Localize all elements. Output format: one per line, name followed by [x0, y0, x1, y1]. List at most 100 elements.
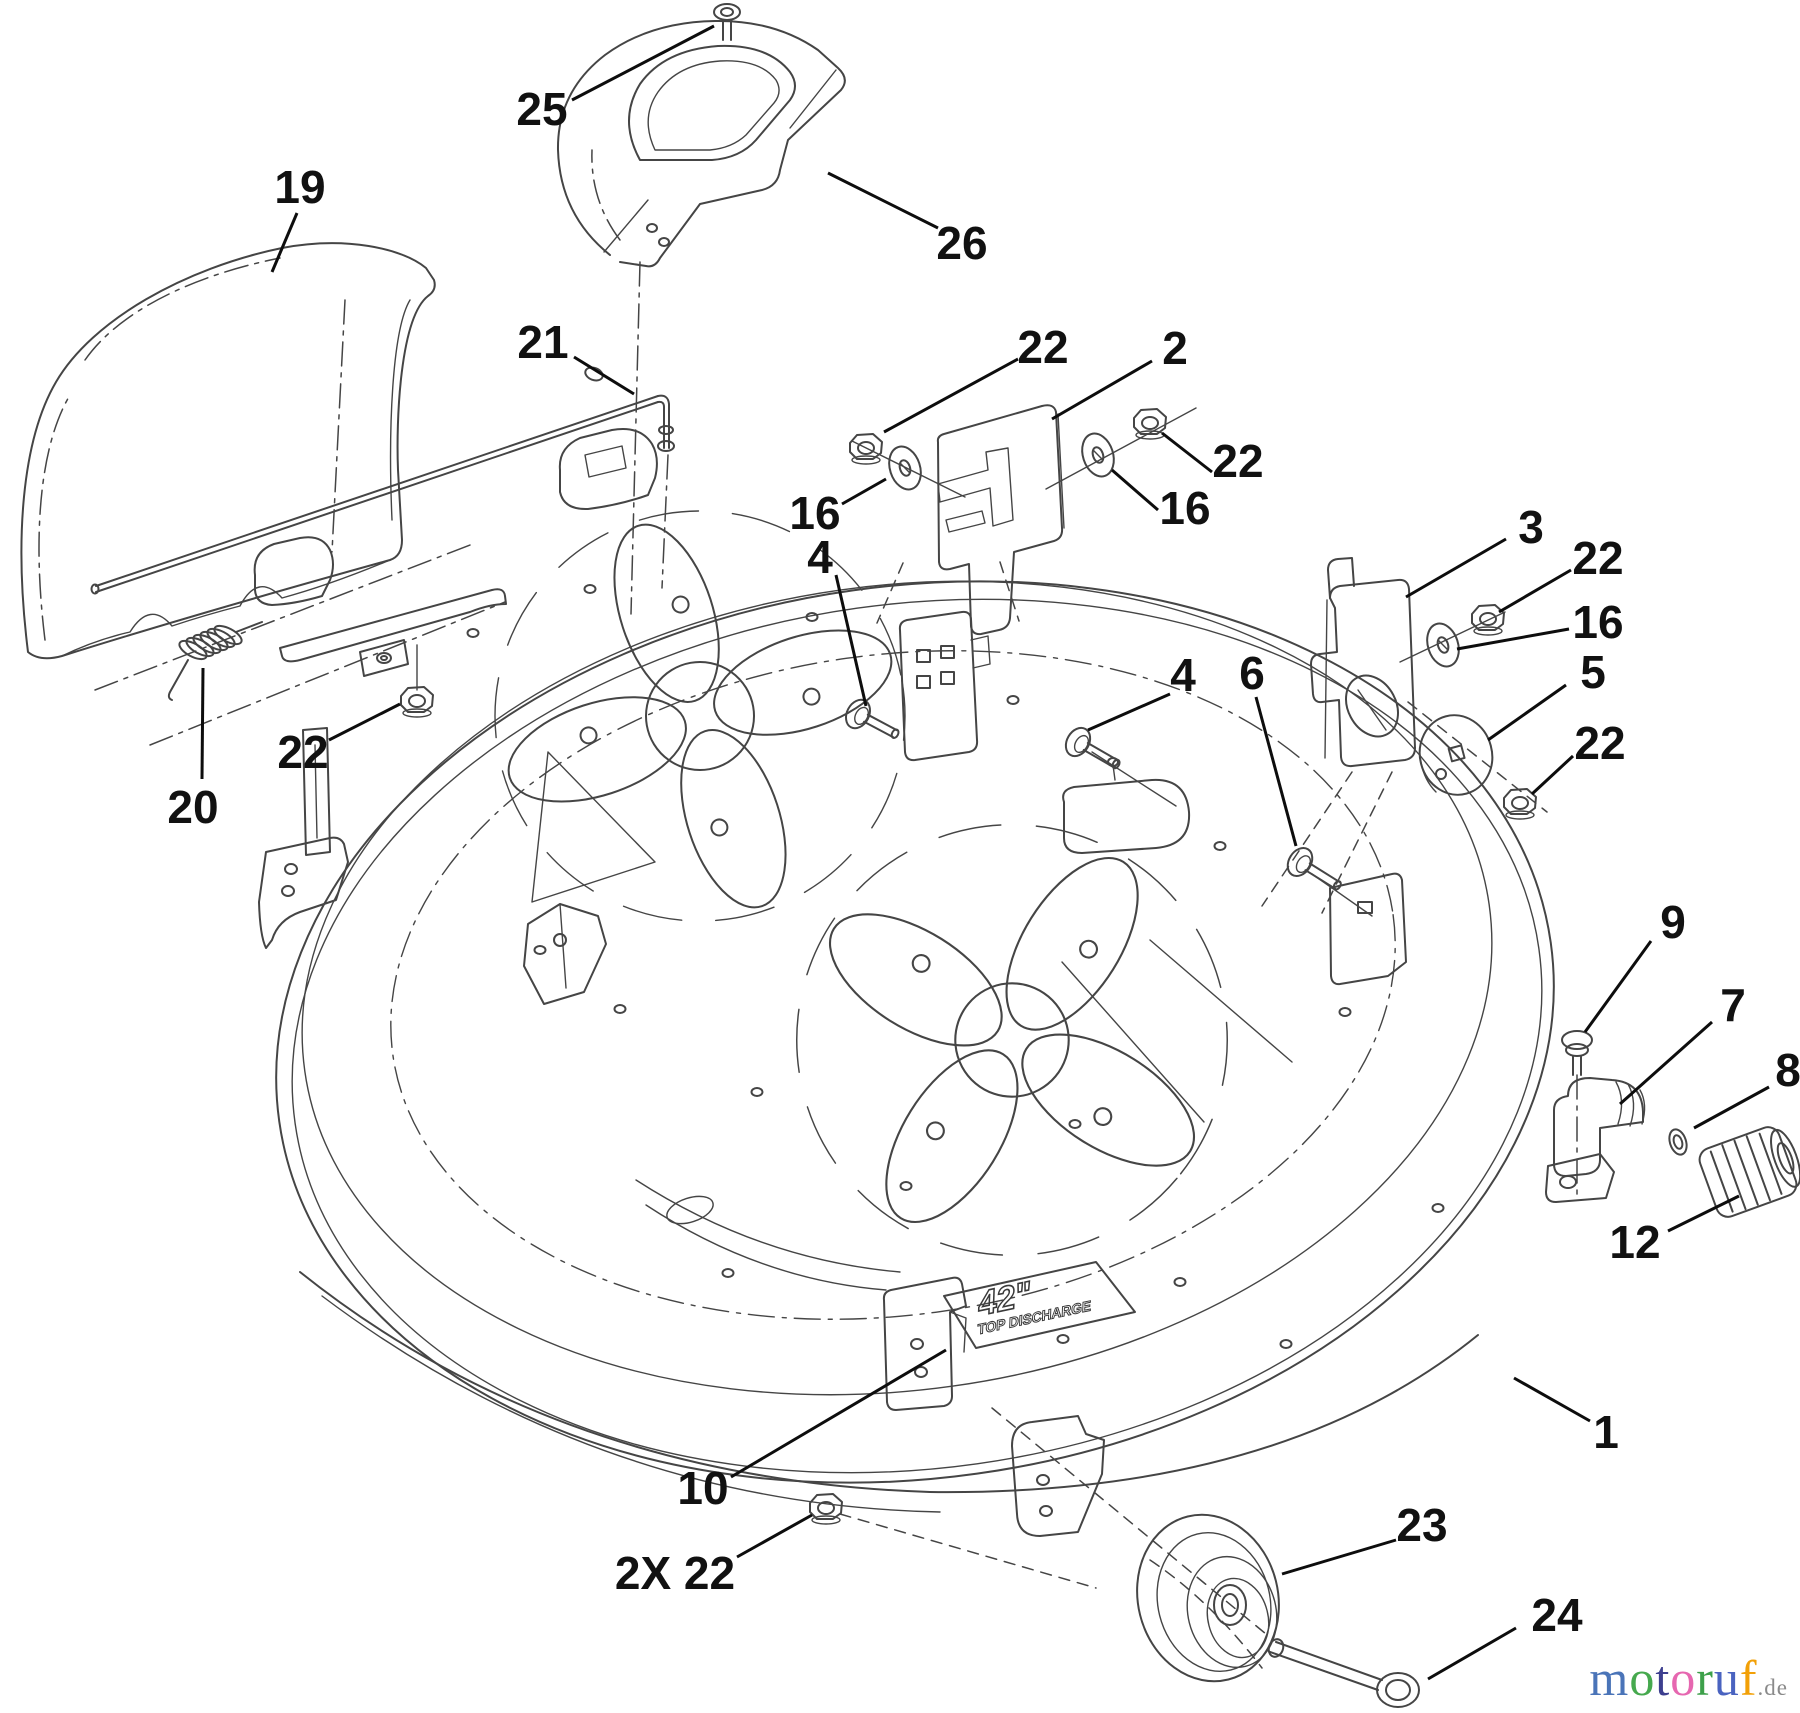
- leader-line: [1487, 683, 1567, 742]
- callout-label: 19: [274, 161, 325, 213]
- callout-label: 22: [1572, 532, 1623, 584]
- callout-label: 16: [1572, 596, 1623, 648]
- leader-line: [883, 357, 1019, 434]
- construction-lines: [94, 261, 1578, 1635]
- watermark-letter: t: [1655, 1650, 1671, 1706]
- carriage-bolt: [1064, 726, 1121, 770]
- hose-coupler-12: [1698, 1126, 1800, 1218]
- flange-nut: [400, 686, 434, 718]
- leader-line: [736, 1513, 813, 1559]
- leader-line: [1693, 1085, 1770, 1130]
- watermark-letter: o: [1629, 1650, 1656, 1706]
- washer: [1426, 622, 1460, 668]
- callout-label: 8: [1775, 1044, 1800, 1096]
- shoulder-bolt-24: [1267, 1638, 1420, 1708]
- callout-label: 24: [1531, 1589, 1583, 1641]
- leader-line: [1087, 692, 1171, 732]
- watermark-letter: r: [1696, 1650, 1714, 1706]
- callout-label: 23: [1396, 1499, 1447, 1551]
- gauge-wheel-group: [1136, 1513, 1420, 1708]
- deflector-shield: [20, 242, 436, 660]
- leader-line: [1111, 468, 1159, 512]
- spindle-rosette: [796, 824, 1228, 1256]
- leader-line: [1281, 1538, 1397, 1576]
- motoruf-watermark-link[interactable]: motoruf.de: [1589, 1649, 1788, 1707]
- callout-label: 16: [789, 487, 840, 539]
- flange-bolt-9: [1561, 1030, 1593, 1076]
- washer: [1081, 432, 1115, 478]
- callout-label: 12: [1609, 1216, 1660, 1268]
- callout-label: 3: [1518, 501, 1544, 553]
- leader-line: [1498, 568, 1572, 614]
- leader-line: [1427, 1626, 1517, 1681]
- watermark-letter: m: [1589, 1650, 1630, 1706]
- leader-line: [200, 667, 205, 780]
- leader-line: [1530, 754, 1575, 796]
- callout-label: 22: [277, 726, 328, 778]
- torsion-spring: [167, 621, 263, 701]
- leader-line: [270, 212, 299, 273]
- callout-label: 16: [1159, 482, 1210, 534]
- callout-label: 22: [1574, 717, 1625, 769]
- watermark-letter: u: [1713, 1650, 1740, 1706]
- carriage-bolt: [1286, 847, 1342, 891]
- callout-label: 4: [807, 531, 833, 583]
- leader-line: [1667, 1194, 1740, 1233]
- callout-label: 20: [167, 781, 218, 833]
- flange-nut: [1133, 408, 1167, 440]
- spindle-rosettes-and-fasteners: [400, 408, 1537, 1525]
- spindle-rosette: [494, 510, 906, 922]
- callout-label: 26: [936, 217, 987, 269]
- flange-nut: [849, 433, 883, 465]
- callout-label: 1: [1593, 1406, 1619, 1458]
- leader-line: [1583, 940, 1653, 1033]
- leader-line: [827, 171, 939, 230]
- deck-decal: 42" TOP DISCHARGE: [943, 1261, 1136, 1349]
- callout-label: 7: [1720, 979, 1746, 1031]
- callout-label: 6: [1239, 647, 1265, 699]
- watermark-letter: o: [1670, 1650, 1697, 1706]
- callout-label: 21: [517, 316, 568, 368]
- leader-line: [573, 355, 635, 396]
- cover-screw: [713, 3, 741, 41]
- deck-shell: [94, 261, 1578, 1635]
- callout-label: 25: [516, 83, 567, 135]
- callout-label: 10: [677, 1462, 728, 1514]
- flange-nut: [809, 1493, 843, 1525]
- callout-label: 4: [1170, 649, 1196, 701]
- elbow-fitting-7: [1545, 1077, 1646, 1203]
- washout-port-group: [1545, 1030, 1800, 1218]
- callout-label: 22: [1017, 321, 1068, 373]
- deck-holes: [466, 584, 1445, 1349]
- callout-label: 9: [1660, 896, 1686, 948]
- leader-line: [841, 477, 887, 506]
- callout-label: 2X 22: [615, 1547, 735, 1599]
- belt-cover: [556, 3, 846, 268]
- hanger-bracket-2: [936, 404, 1065, 636]
- callout-label: 5: [1580, 646, 1606, 698]
- leader-line: [1051, 359, 1153, 421]
- adjuster-disc-5: [1418, 714, 1494, 796]
- leader-line: [1405, 537, 1507, 599]
- leader-line: [1619, 1020, 1713, 1106]
- watermark-letter: f: [1739, 1650, 1758, 1706]
- leader-line: [1254, 696, 1298, 847]
- leader-line: [1456, 627, 1570, 651]
- o-ring-8: [1668, 1128, 1688, 1156]
- flange-nut: [1471, 604, 1505, 636]
- leader-line: [834, 574, 868, 707]
- lift-rod-and-spring: [90, 366, 675, 701]
- flange-nut: [1503, 788, 1537, 820]
- hanger-bracket-3: [1310, 557, 1416, 768]
- leader-line: [1161, 431, 1213, 474]
- leader-line: [1513, 1376, 1591, 1423]
- leader-line: [328, 702, 401, 742]
- callout-label: 22: [1212, 435, 1263, 487]
- washer: [888, 445, 922, 491]
- leader-line: [730, 1348, 947, 1479]
- watermark-suffix: .de: [1757, 1675, 1788, 1700]
- deck-brackets: [258, 588, 1407, 1537]
